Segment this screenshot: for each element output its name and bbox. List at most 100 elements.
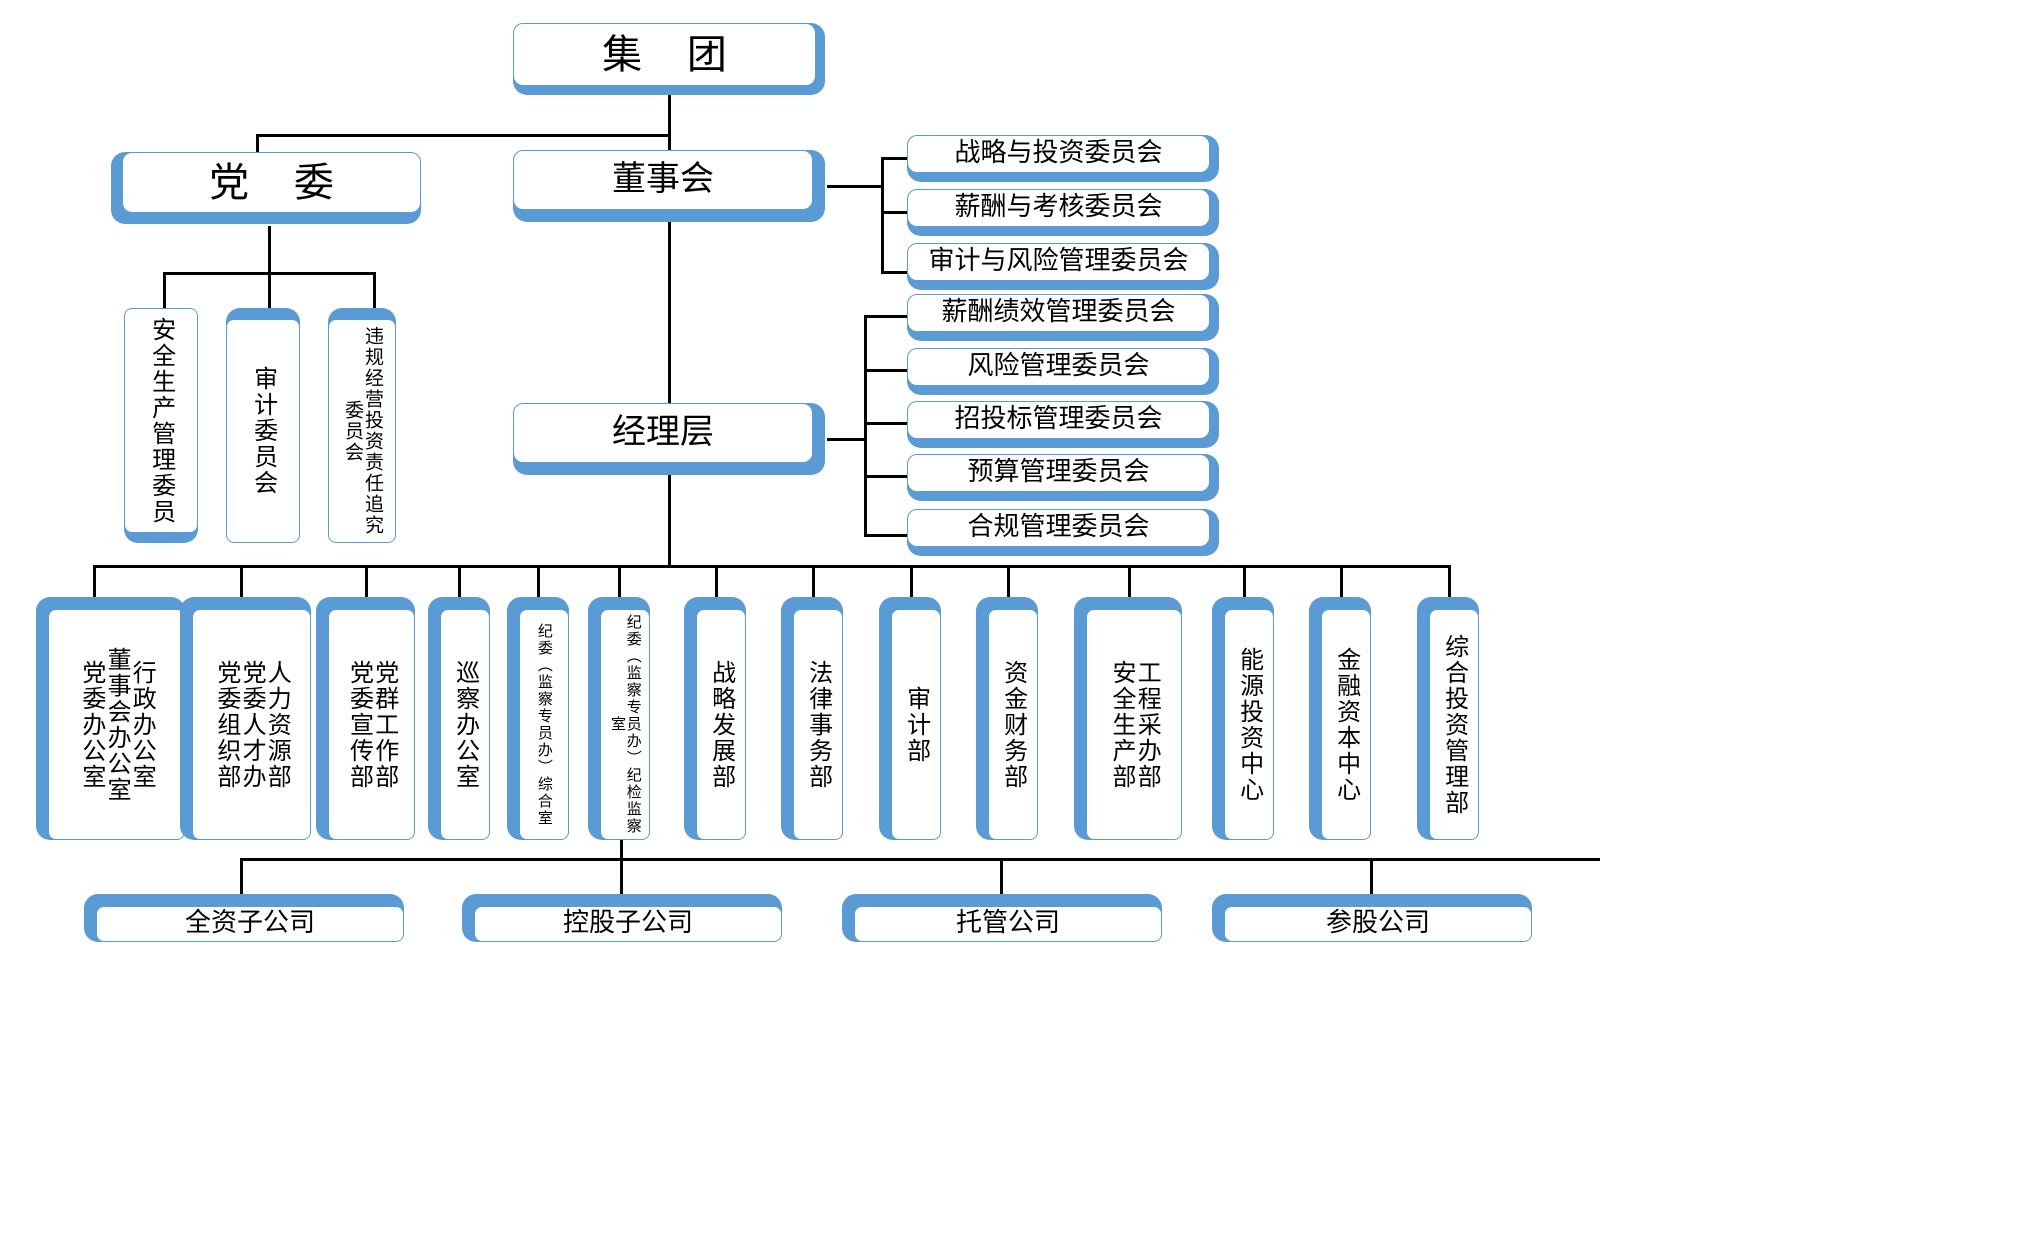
node-board-label: 董事会: [513, 150, 813, 210]
line-sub-1: [240, 858, 243, 894]
node-party-committee-2[interactable]: 审计委员会: [226, 308, 300, 543]
node-party-committee-3[interactable]: 违规经营投资责任追究委员会: [328, 308, 396, 543]
node-label: 战略发展部: [696, 609, 746, 840]
node-label: 法律事务部: [793, 609, 843, 840]
line-dept-1: [93, 565, 96, 597]
node-label-line: 党委办公室: [77, 659, 106, 790]
line-party-c3: [373, 272, 376, 310]
node-management[interactable]: 经理层: [513, 403, 825, 475]
node-group-label: 集 团: [513, 23, 816, 86]
node-label-line: 党委宣传部: [345, 659, 374, 790]
node-label-line: 工程采办部: [1133, 659, 1162, 790]
node-label: 能源投资中心: [1224, 609, 1274, 840]
node-label: 预算管理委员会: [907, 454, 1210, 492]
node-department-3[interactable]: 党委宣传部 党群工作部: [316, 597, 415, 840]
line-party-c1: [163, 272, 166, 310]
node-inner: 党委组织部 党委人才办 人力资源部: [192, 609, 311, 840]
node-label: 纪委（监察专员办）纪检监察室: [600, 609, 650, 840]
node-department-7[interactable]: 战略发展部: [684, 597, 746, 840]
node-label: 审计与风险管理委员会: [907, 243, 1210, 281]
node-label: 巡察办公室: [440, 609, 490, 840]
node-board-committee-1[interactable]: 战略与投资委员会: [907, 135, 1219, 182]
node-mgmt-committee-2[interactable]: 风险管理委员会: [907, 348, 1219, 395]
node-label: 战略与投资委员会: [907, 135, 1210, 173]
node-label: 参股公司: [1224, 906, 1532, 942]
node-label: 综合投资管理部: [1429, 609, 1479, 840]
line-mgmt-down: [668, 472, 671, 567]
node-subsidiary-3[interactable]: 托管公司: [842, 894, 1162, 942]
line-sub-feed: [620, 836, 623, 860]
node-party-committee-1[interactable]: 安全生产管理委员: [124, 308, 198, 543]
line-dept-4: [458, 565, 461, 597]
node-board[interactable]: 董事会: [513, 150, 825, 222]
line-party-c2: [268, 272, 271, 310]
node-management-label: 经理层: [513, 403, 813, 463]
node-department-5[interactable]: 纪委（监察专员办）综合室: [507, 597, 569, 840]
node-mgmt-committee-4[interactable]: 预算管理委员会: [907, 454, 1219, 501]
node-label: 薪酬绩效管理委员会: [907, 294, 1210, 332]
node-label-line: 党委组织部: [212, 659, 241, 790]
node-label-line: 党委人才办: [238, 659, 267, 790]
line-sub-4: [1370, 858, 1373, 894]
node-board-committee-3[interactable]: 审计与风险管理委员会: [907, 243, 1219, 290]
node-party-label: 党 委: [122, 152, 421, 213]
line-dept-bus: [93, 565, 1450, 568]
line-board-right: [827, 185, 883, 188]
node-label-line: 董事会办公室: [103, 646, 132, 803]
line-mgmt-spine: [864, 315, 867, 537]
node-label: 审计委员会: [226, 319, 300, 543]
node-subsidiary-2[interactable]: 控股子公司: [462, 894, 782, 942]
line-dept-2: [240, 565, 243, 597]
node-department-14[interactable]: 综合投资管理部: [1417, 597, 1479, 840]
node-department-12[interactable]: 能源投资中心: [1212, 597, 1274, 840]
node-label: 全资子公司: [96, 906, 404, 942]
node-label: 纪委（监察专员办）综合室: [519, 609, 569, 840]
line-mgmt-b4: [864, 475, 912, 478]
line-board-b2: [881, 211, 911, 214]
line-sub-3: [1000, 858, 1003, 894]
line-group-down: [668, 94, 671, 136]
node-department-9[interactable]: 审计部: [879, 597, 941, 840]
node-subsidiary-1[interactable]: 全资子公司: [84, 894, 404, 942]
line-party-down: [268, 226, 271, 274]
node-department-13[interactable]: 金融资本中心: [1309, 597, 1371, 840]
node-party[interactable]: 党 委: [111, 152, 421, 224]
node-mgmt-committee-3[interactable]: 招投标管理委员会: [907, 401, 1219, 448]
line-dept-14: [1448, 565, 1451, 597]
node-department-8[interactable]: 法律事务部: [781, 597, 843, 840]
line-board-b1: [881, 157, 911, 160]
node-department-6[interactable]: 纪委（监察专员办）纪检监察室: [588, 597, 650, 840]
line-dept-8: [812, 565, 815, 597]
node-board-committee-2[interactable]: 薪酬与考核委员会: [907, 189, 1219, 236]
line-board-b3: [881, 271, 911, 274]
node-label: 控股子公司: [474, 906, 782, 942]
node-label: 托管公司: [854, 906, 1162, 942]
line-dept-3: [365, 565, 368, 597]
node-inner: 安全生产部 工程采办部: [1086, 609, 1182, 840]
node-mgmt-committee-1[interactable]: 薪酬绩效管理委员会: [907, 294, 1219, 341]
line-mgmt-b5: [864, 534, 912, 537]
line-mgmt-b2: [864, 369, 912, 372]
node-subsidiary-4[interactable]: 参股公司: [1212, 894, 1532, 942]
node-department-10[interactable]: 资金财务部: [976, 597, 1038, 840]
node-inner: 党委办公室 董事会办公室 行政办公室: [48, 609, 185, 840]
line-dept-12: [1243, 565, 1246, 597]
line-dept-13: [1340, 565, 1343, 597]
node-label: 审计部: [891, 609, 941, 840]
line-dept-5: [537, 565, 540, 597]
node-label: 金融资本中心: [1321, 609, 1371, 840]
node-department-4[interactable]: 巡察办公室: [428, 597, 490, 840]
node-label: 资金财务部: [988, 609, 1038, 840]
line-dept-11: [1128, 565, 1131, 597]
node-label: 风险管理委员会: [907, 348, 1210, 386]
node-group[interactable]: 集 团: [513, 23, 825, 95]
node-mgmt-committee-5[interactable]: 合规管理委员会: [907, 509, 1219, 556]
node-inner: 党委宣传部 党群工作部: [328, 609, 415, 840]
node-label-line: 行政办公室: [128, 659, 157, 790]
line-group-bus: [256, 134, 671, 137]
node-department-11[interactable]: 安全生产部 工程采办部: [1074, 597, 1182, 840]
node-department-2[interactable]: 党委组织部 党委人才办 人力资源部: [180, 597, 311, 840]
node-label-line: 党群工作部: [370, 659, 399, 790]
node-department-1[interactable]: 党委办公室 董事会办公室 行政办公室: [36, 597, 185, 840]
